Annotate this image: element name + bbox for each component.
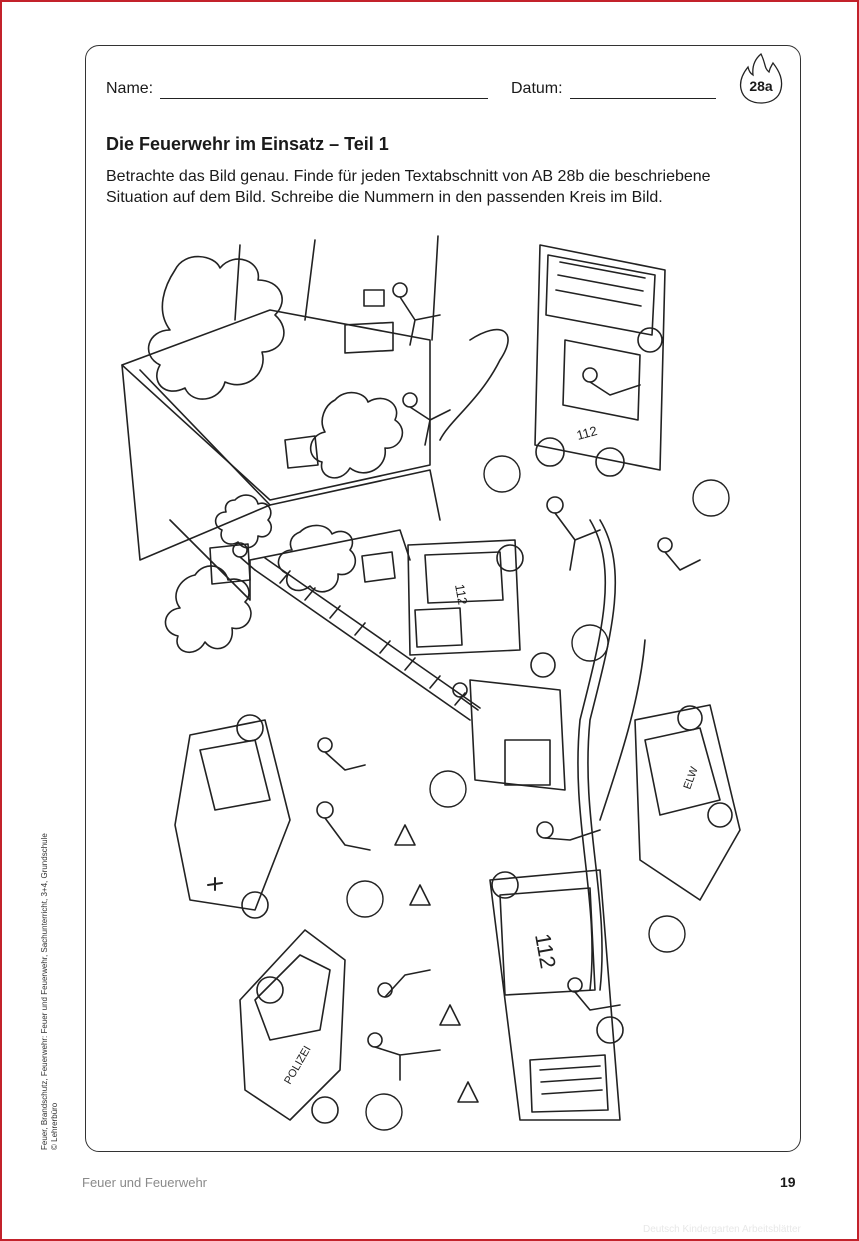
police-car: POLIZEI <box>239 929 346 1124</box>
instruction-line-2: Situation auf dem Bild. Schreibe die Num… <box>106 189 663 206</box>
date-field[interactable] <box>570 98 716 99</box>
answer-circle[interactable] <box>571 624 609 662</box>
traffic-cones <box>394 824 479 1103</box>
instruction-text: Betrachte das Bild genau. Finde für jede… <box>106 166 786 208</box>
footer-book-title: Feuer und Feuerwehr <box>82 1175 208 1190</box>
page-number: 19 <box>780 1174 796 1190</box>
worksheet-number-badge: 28a <box>738 52 784 104</box>
date-label: Datum: <box>511 80 563 97</box>
answer-circle[interactable] <box>346 880 384 918</box>
answer-circles[interactable] <box>346 455 730 1131</box>
name-field[interactable] <box>160 98 488 99</box>
copyright-credit: Feuer, Brandschutz, Feuerwehr: Feuer und… <box>40 730 60 1150</box>
answer-circle[interactable] <box>365 1093 403 1131</box>
flame-icon <box>739 52 783 104</box>
instruction-line-1: Betrachte das Bild genau. Finde für jede… <box>106 168 711 185</box>
watermark: Deutsch Kindergarten Arbeitsblätter <box>643 1224 801 1235</box>
worksheet-card <box>85 45 801 1152</box>
truck-number-text: 112 <box>575 423 599 443</box>
truck-number-text: 112 <box>530 932 561 971</box>
credit-line-1: Feuer, Brandschutz, Feuerwehr: Feuer und… <box>40 833 49 1150</box>
ambulance <box>174 714 291 919</box>
burning-building <box>121 235 441 601</box>
fire-scene-illustration: 112 112 ELW 112 <box>121 235 741 1131</box>
turntable-ladder <box>254 557 566 791</box>
answer-circle[interactable] <box>648 915 686 953</box>
police-label: POLIZEI <box>282 1044 313 1087</box>
fire-truck-middle: 112 <box>407 539 556 678</box>
elw-label: ELW <box>682 765 701 791</box>
fire-truck-bottom: 112 <box>489 869 624 1121</box>
name-label: Name: <box>106 80 154 97</box>
smoke-clouds <box>147 255 404 654</box>
fire-hoses <box>439 328 646 991</box>
answer-circle[interactable] <box>429 770 467 808</box>
command-vehicle-elw: ELW <box>634 704 741 901</box>
credit-line-2: © Lehrerbüro <box>50 1102 59 1150</box>
firefighters-and-people <box>232 282 701 1081</box>
truck-number-text: 112 <box>452 583 470 606</box>
answer-circle[interactable] <box>692 479 730 517</box>
fire-truck-top: 112 <box>534 244 666 477</box>
answer-circle[interactable] <box>483 455 521 493</box>
page-title: Die Feuerwehr im Einsatz – Teil 1 <box>106 134 389 154</box>
badge-label: 28a <box>749 78 773 94</box>
